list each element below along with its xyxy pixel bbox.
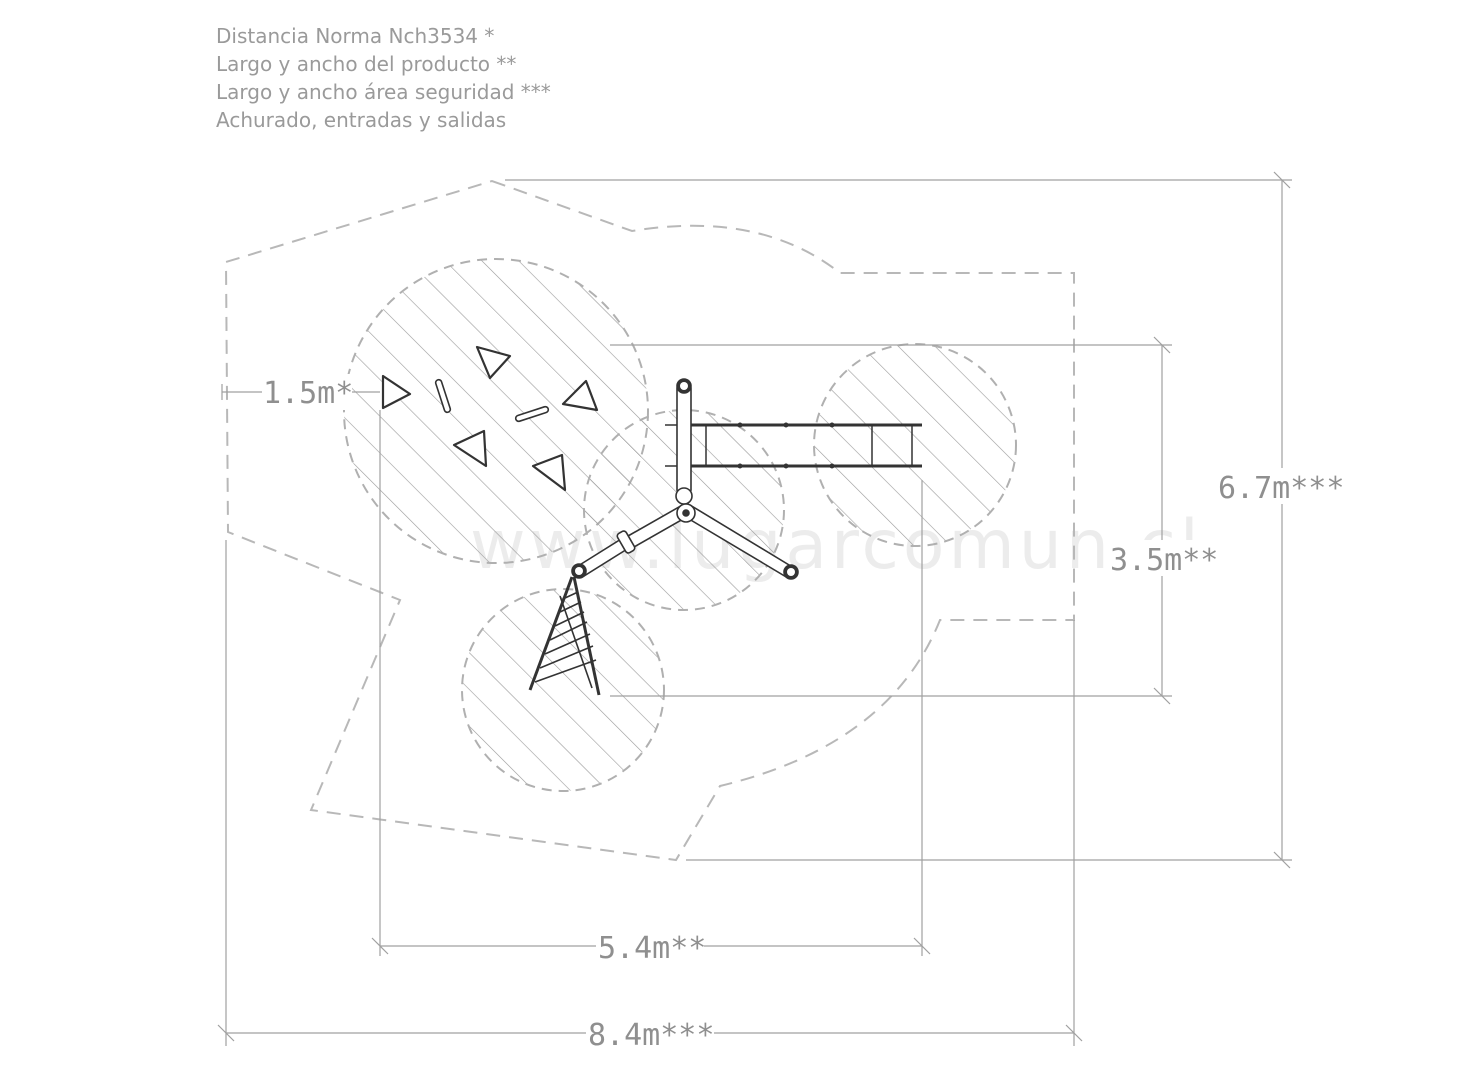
stepping-stone-4 (452, 429, 488, 468)
stepping-stone-3 (561, 379, 599, 412)
stepping-bar-2 (514, 405, 550, 423)
safety-zone-climbing-frame (461, 588, 665, 792)
dim-clearance: 1.5m* (263, 376, 353, 411)
stepping-stones (381, 345, 599, 492)
security-area-boundary (224, 179, 1075, 862)
stepping-bar-1 (434, 378, 452, 414)
safety-zone-stepping-stones (343, 258, 649, 564)
climbing-frame (528, 576, 601, 696)
dimension-lines (217, 171, 1292, 1046)
stepping-bars (434, 378, 550, 423)
safety-zone-ladder-end (813, 343, 1017, 547)
dim-product-depth: 3.5m** (1110, 543, 1218, 578)
stepping-stone-5 (531, 453, 567, 492)
dim-area-depth: 6.7m*** (1218, 471, 1344, 506)
legend-line-area: Largo y ancho área seguridad *** (216, 80, 551, 104)
legend: Distancia Norma Nch3534 * Largo y ancho … (216, 22, 551, 134)
dim-area-width: 8.4m*** (588, 1018, 714, 1053)
dim-product-width: 5.4m** (598, 931, 706, 966)
horizontal-ladder (665, 422, 922, 469)
legend-line-producto: Largo y ancho del producto ** (216, 52, 517, 76)
safety-zones (343, 258, 1017, 792)
central-structure (571, 378, 799, 580)
stepping-stone-2 (475, 345, 512, 380)
stepping-stone-1 (381, 374, 412, 410)
legend-line-achurado: Achurado, entradas y salidas (216, 108, 507, 132)
legend-line-norma: Distancia Norma Nch3534 * (216, 24, 495, 48)
dimension-labels: 5.4m** 8.4m*** 3.5m** 6.7m*** 1.5m* (262, 374, 1344, 1053)
